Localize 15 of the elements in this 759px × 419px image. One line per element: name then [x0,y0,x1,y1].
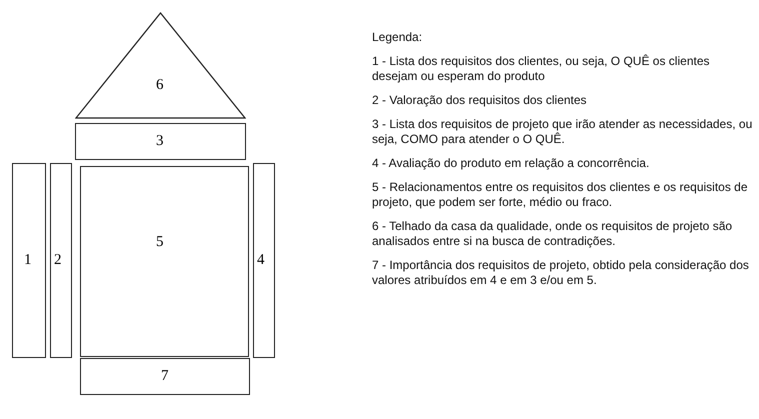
customer-requirements-box: 1 [12,163,46,358]
customer-weighting-box: 2 [50,163,72,358]
legend-note: 3 - Lista dos requisitos de projeto que irão atender as necessidades, ou seja, COMO para atender o O QUÊ. [372,117,754,147]
legend-note: 4 - Avaliação do produto em relação a concorrência. [372,156,650,171]
competitive-assessment-box: 4 [253,163,275,358]
relationship-matrix-box: 5 [80,166,249,357]
roof-triangle: 6 [75,12,246,119]
legend-note: 5 - Relacionamentos entre os requisitos dos clientes e os requisitos de projeto, que podem ser forte, médio ou fraco. [372,180,749,210]
legend-note: 2 - Valoração dos requisitos dos clientes [372,93,588,108]
legend-note: 6 - Telhado da casa da qualidade, onde os requisitos de projeto são analisados entre si na busca de contradições. [372,219,734,249]
legend-heading: Legenda: [372,30,424,45]
importance-box: 7 [80,358,250,395]
legend-note: 1 - Lista dos requisitos dos clientes, ou seja, O QUÊ os clientes desejam ou esperam do produto [372,54,710,84]
legend-note: 7 - Importância dos requisitos de projeto, obtido pela consideração dos valores atribuídos em 4 e em 3 e/ou em 5. [372,258,750,288]
design-requirements-box: 3 [75,123,246,160]
